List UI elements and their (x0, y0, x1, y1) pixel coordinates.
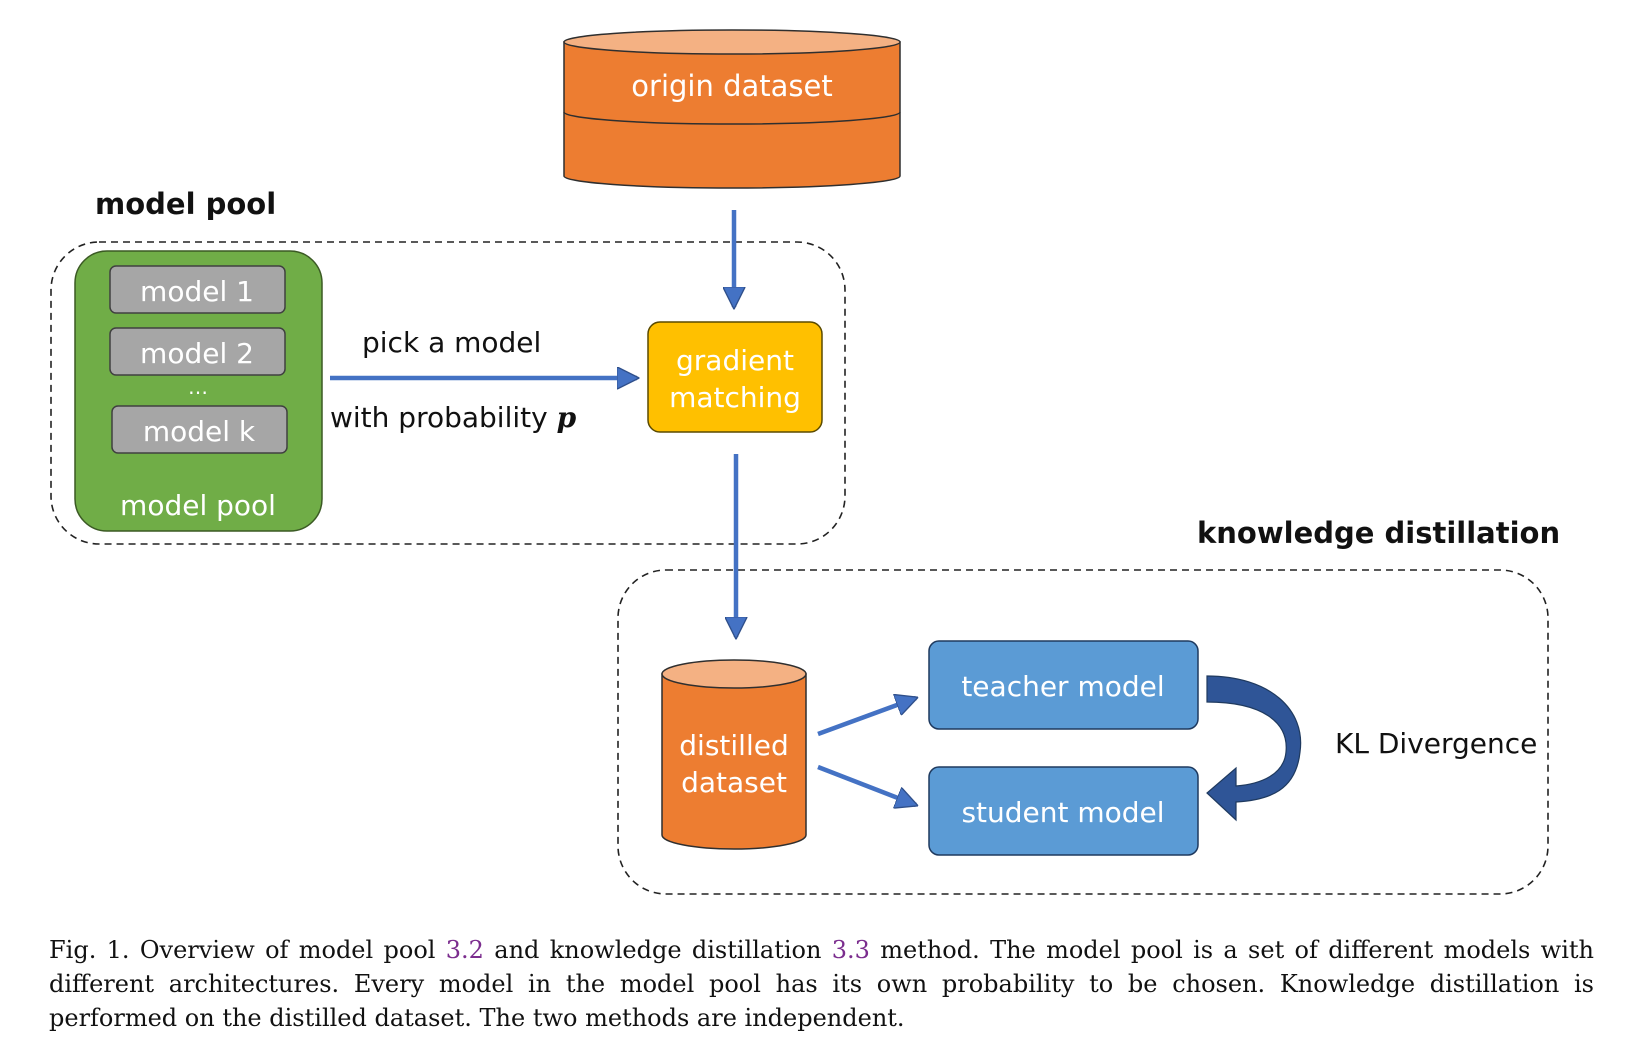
student-model-label: student model (961, 796, 1164, 829)
model-1-label: model 1 (140, 275, 254, 308)
distilled-to-student-arrow (817, 764, 916, 805)
distilled-dataset-cylinder: distilled dataset (661, 659, 807, 850)
caption-ref-3-3[interactable]: 3.3 (831, 936, 870, 964)
distilled-to-teacher-arrow (817, 698, 916, 737)
knowledge-distillation-region (617, 569, 1549, 895)
with-probability-text: with probability (330, 401, 548, 434)
model-ellipsis: … (188, 375, 208, 399)
probability-variable: p (557, 401, 577, 434)
with-probability-label: with probability p (330, 401, 577, 434)
kl-divergence-curved-arrow (1206, 675, 1302, 822)
knowledge-distillation-section-title: knowledge distillation (1197, 516, 1560, 550)
gradient-matching-label-2: matching (669, 381, 801, 414)
model-k-box (111, 405, 288, 454)
caption-ref-3-2[interactable]: 3.2 (445, 936, 484, 964)
model-k-label: model k (143, 415, 256, 448)
distilled-dataset-label-2: dataset (681, 766, 787, 799)
model-pool-box-label: model pool (120, 489, 276, 522)
model-2-label: model 2 (140, 337, 254, 370)
origin-dataset-label: origin dataset (631, 69, 832, 103)
caption-suffix: method. The model pool is a set of diffe… (49, 936, 1594, 1032)
distilled-dataset-label-1: distilled (679, 729, 788, 762)
pick-a-model-label: pick a model (362, 326, 541, 359)
model-1-box (109, 265, 286, 314)
teacher-model-box: teacher model (928, 640, 1199, 730)
model-2-box (109, 327, 286, 376)
model-pool-section-title: model pool (95, 187, 276, 221)
gradient-matching-box: gradient matching (647, 321, 823, 433)
student-model-box: student model (928, 766, 1199, 856)
model-pool-box: model 1 model 2 … model k model pool (74, 250, 323, 532)
figure-caption: Fig. 1. Overview of model pool 3.2 and k… (49, 933, 1594, 1035)
teacher-model-label: teacher model (961, 670, 1164, 703)
origin-dataset-cylinder: origin dataset (563, 29, 901, 189)
caption-middle: and knowledge distillation (483, 936, 832, 964)
model-pool-region (50, 241, 846, 545)
caption-prefix: Fig. 1. Overview of model pool (49, 936, 446, 964)
kl-divergence-label: KL Divergence (1335, 727, 1537, 760)
gradient-matching-label-1: gradient (676, 344, 794, 377)
